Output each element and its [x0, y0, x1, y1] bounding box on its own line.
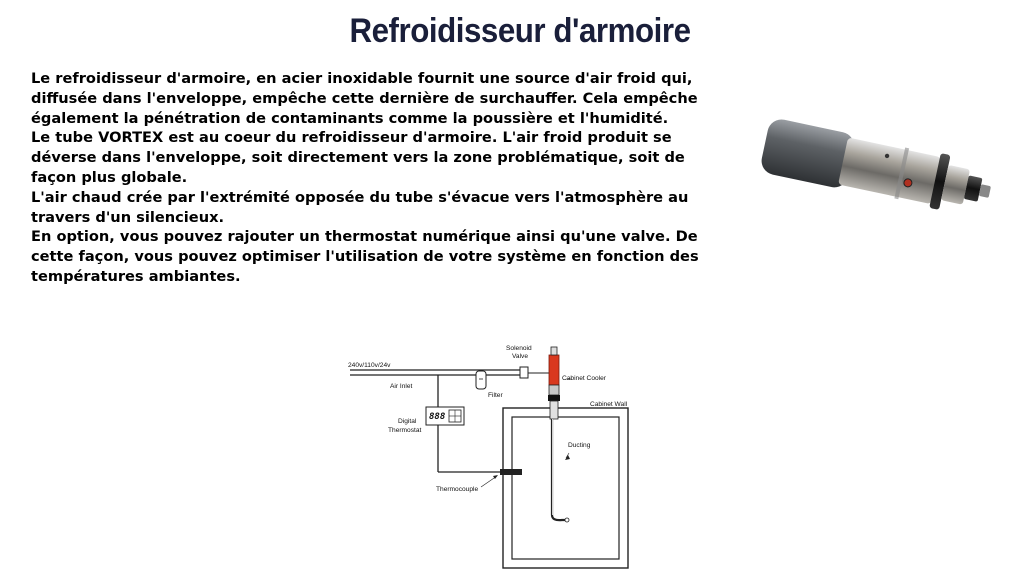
cabinet-cooler-photo [761, 119, 991, 210]
air-inlet-label: Air Inlet [390, 383, 413, 390]
thermocouple-probe [500, 469, 522, 475]
photo-steel-nozzle [941, 165, 970, 205]
paragraph-intro: Le refroidisseur d'armoire, en acier ino… [31, 70, 698, 127]
photo-black-ring [929, 153, 951, 210]
thermocouple-label: Thermocouple [436, 486, 478, 493]
paragraph-hot-air: L'air chaud crée par l'extrémité opposée… [31, 188, 689, 226]
cabinet-wall [502, 407, 629, 569]
solenoid-valve-label: Solenoid [506, 345, 532, 352]
solenoid-valve-icon [548, 354, 560, 386]
filter-label: Filter [488, 392, 503, 399]
cabinet-cooler-icon [548, 384, 560, 396]
page-title: Refroidisseur d'armoire [349, 12, 691, 50]
voltage-label: 240v/110v/24v [348, 362, 391, 369]
digital-thermostat-label: Digital [398, 418, 417, 425]
thermostat-display-text: 888 [429, 412, 445, 422]
photo-gray-cap [761, 119, 855, 188]
cabinet-wall-label: Cabinet Wall [590, 401, 628, 408]
paragraph-vortex: Le tube VORTEX est au coeur du refroidis… [31, 129, 685, 186]
description-text: Le refroidisseur d'armoire, en acier ino… [31, 69, 731, 287]
ducting-label: Ducting [568, 442, 591, 449]
installation-diagram: 888 Solenoid Valve 240v/110v/24v Cabinet… [348, 345, 629, 569]
photo-red-port [903, 178, 913, 188]
photo-fitting [964, 175, 983, 202]
solenoid-valve-label-2: Valve [512, 353, 528, 360]
ducting-tube [550, 419, 566, 522]
filter-icon [475, 370, 487, 390]
paragraph-options: En option, vous pouvez rajouter un therm… [31, 228, 699, 285]
digital-thermostat-label-2: Thermostat [388, 427, 422, 434]
photo-steel-body [838, 138, 941, 204]
cabinet-cooler-label: Cabinet Cooler [562, 375, 607, 382]
